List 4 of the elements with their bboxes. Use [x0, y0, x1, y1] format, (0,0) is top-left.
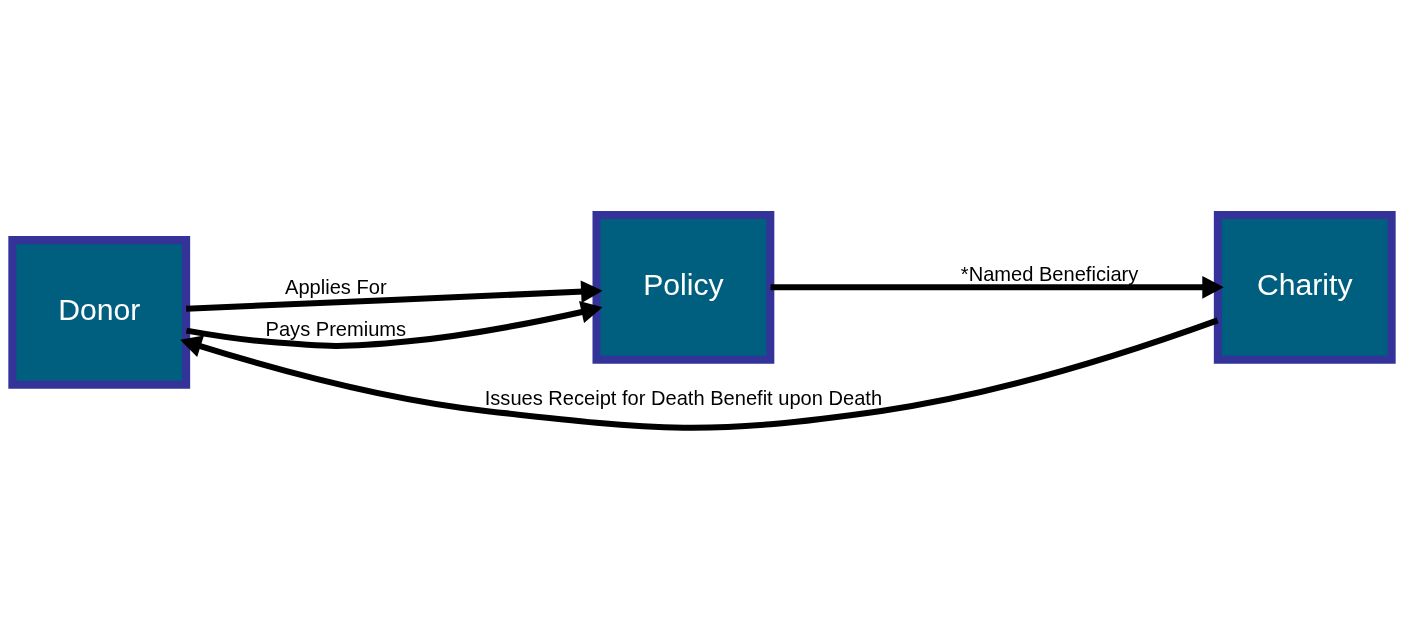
edge-label: *Named Beneficiary: [960, 262, 1139, 285]
edge-label: Pays Premiums: [265, 317, 407, 340]
edge-label: Applies For: [285, 275, 387, 298]
edge-label: Issues Receipt for Death Benefit upon Death: [484, 386, 883, 409]
